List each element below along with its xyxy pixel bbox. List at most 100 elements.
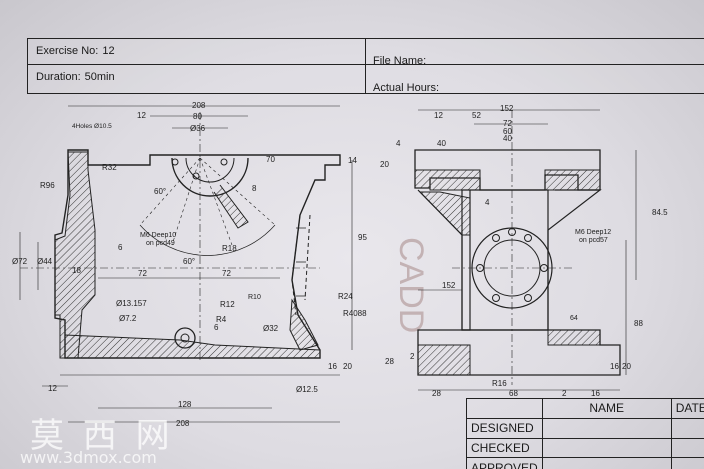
duration-label: Duration: — [36, 71, 81, 83]
front-left-hatch — [54, 151, 96, 359]
duration: Duration:50min — [36, 71, 115, 83]
fv-dia7: Ø7.2 — [119, 314, 137, 323]
title-block-approved-name — [541, 457, 672, 469]
sv-152b: 152 — [442, 281, 456, 290]
fv-208-bot: 208 — [176, 419, 190, 428]
fv-m6b: on pcd49 — [146, 240, 175, 247]
side-top-flange-hatch — [414, 169, 481, 191]
front-top-bore — [185, 157, 235, 183]
fv-m6a: M6 Deep10 — [140, 232, 176, 239]
fv-r96: R96 — [40, 181, 55, 190]
front-bottom-boss-inner — [180, 333, 190, 343]
sv-40a: 40 — [503, 134, 512, 143]
side-bolt-7 — [492, 234, 500, 242]
front-top-boss — [171, 157, 249, 197]
title-block-header-row: NAME DATE — [466, 398, 704, 419]
front-boss-hole-3 — [192, 172, 200, 180]
front-boss-hole-2 — [220, 158, 228, 166]
sv-20b: 20 — [622, 362, 631, 371]
front-boss-hole-1 — [171, 158, 179, 166]
title-block-designed-name — [541, 417, 672, 439]
side-bolt-3 — [540, 264, 548, 272]
sv-m6b: on pcd57 — [579, 237, 608, 244]
side-base-left-hatch — [417, 344, 471, 376]
fv-14: 14 — [348, 156, 357, 165]
cadd-watermark: CADD — [392, 237, 430, 333]
header-vertical-divider — [365, 38, 366, 94]
actual-hours: Actual Hours: — [373, 82, 443, 94]
fv-128: 128 — [178, 400, 192, 409]
sv-m6a: M6 Deep12 — [575, 229, 611, 236]
fv-12b: 12 — [48, 384, 57, 393]
exercise-label: Exercise No: — [36, 45, 99, 57]
fv-dia13: Ø13.157 — [116, 299, 147, 308]
side-left-web-hatch — [418, 191, 471, 236]
front-dim-texts: 208 12 80 Ø36 4Holes Ø10.5 R32 R96 70 14… — [12, 101, 367, 428]
fv-dia32: Ø32 — [263, 324, 279, 333]
sv-52: 52 — [472, 111, 481, 120]
front-bottom-boss-outer — [174, 327, 196, 349]
sv-152: 152 — [500, 104, 514, 113]
fv-r4088: R4088 — [343, 309, 367, 318]
front-right-ticks — [296, 227, 306, 297]
sv-2: 2 — [410, 352, 415, 361]
front-right-hatch — [289, 298, 319, 351]
title-block-approved: APPROVED — [466, 457, 543, 469]
title-block-corner — [466, 398, 543, 419]
sv-20: 20 — [380, 160, 389, 169]
title-block-date-header: DATE — [670, 398, 704, 419]
sv-4b: 4 — [485, 198, 490, 207]
title-block-designed: DESIGNED — [466, 417, 543, 439]
title-block-checked: CHECKED — [466, 437, 543, 459]
actual-hours-label: Actual Hours: — [373, 82, 440, 94]
title-block-row: DESIGNED — [466, 417, 704, 439]
fv-60a: 60° — [154, 187, 166, 196]
fv-12: 12 — [137, 111, 146, 120]
fv-r24: R24 — [338, 292, 353, 301]
sv-88: 88 — [634, 319, 643, 328]
sv-60: 60 — [503, 127, 512, 136]
fv-r18: R18 — [222, 244, 237, 253]
side-base-right-hatch — [547, 329, 601, 346]
fv-95: 95 — [358, 233, 367, 242]
file-name-label: File Name: — [373, 55, 427, 67]
front-base-hatch — [64, 334, 321, 359]
site-watermark-url: www.3dmox.com — [20, 448, 157, 467]
sv-12: 12 — [434, 111, 443, 120]
sv-72: 72 — [503, 119, 512, 128]
file-name: File Name: — [373, 55, 430, 67]
side-body-box — [461, 189, 549, 331]
sv-2b: 2 — [562, 389, 567, 398]
fv-6b: 6 — [214, 323, 219, 332]
fv-r32: R32 — [102, 163, 117, 172]
front-arc-60 — [139, 224, 276, 256]
site-watermark-cn: 莫 西 网 — [30, 416, 174, 456]
fv-72a: 72 — [138, 269, 147, 278]
side-bolt-2 — [524, 234, 532, 242]
side-bolt-4 — [524, 294, 532, 302]
side-bolt-5 — [492, 294, 500, 302]
fv-18: 18 — [72, 266, 81, 275]
fv-16: 16 — [328, 362, 337, 371]
side-view — [414, 109, 637, 391]
fv-6: 6 — [118, 243, 123, 252]
sv-40b: 40 — [437, 139, 446, 148]
title-block-row: APPROVED — [466, 457, 704, 469]
sv-4a: 4 — [396, 139, 401, 148]
title-block-name-header: NAME — [541, 398, 672, 419]
title-block-row: CHECKED — [466, 437, 704, 459]
title-block: NAME DATE DESIGNED CHECKED APPROVED — [466, 398, 704, 469]
fv-208-top: 208 — [192, 101, 206, 110]
title-block-approved-date — [670, 457, 704, 469]
fv-r4: R4 — [216, 315, 227, 324]
fv-r10: R10 — [248, 294, 261, 301]
fv-dia36: Ø36 — [190, 124, 206, 133]
fv-8: 8 — [252, 184, 257, 193]
sv-84-5: 84.5 — [652, 208, 668, 217]
side-dim-texts: 152 12 52 72 60 40 40 4 20 4 84.5 M6 Dee… — [380, 104, 668, 398]
fv-dia12-5: Ø12.5 — [296, 385, 318, 394]
exercise-value: 12 — [102, 45, 115, 57]
title-block-designed-date — [670, 417, 704, 439]
